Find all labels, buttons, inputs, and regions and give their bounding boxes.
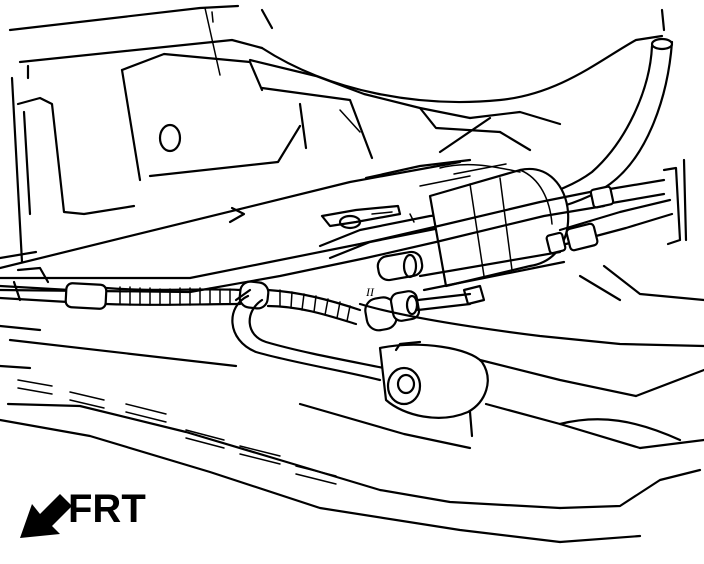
- rocker-panel: [0, 264, 704, 544]
- return-line: [231, 288, 386, 382]
- rocker-slots: [17, 379, 337, 485]
- front-label: FRT: [68, 487, 146, 531]
- body-edge: [260, 8, 666, 104]
- floor-grommet: [378, 340, 489, 419]
- corrugated-conduit: [0, 266, 362, 326]
- body-panel: [0, 4, 462, 270]
- front-direction-indicator: FRT: [20, 487, 146, 538]
- fuel-filter: [409, 163, 570, 288]
- quick-connect-fittings-right: [545, 158, 688, 255]
- callout-mark: II: [365, 285, 375, 299]
- floor-ribs: [248, 58, 562, 180]
- floor-bracket: [16, 52, 302, 224]
- arrow-down-left-icon: [20, 494, 72, 538]
- quick-connect-fittings-center: [364, 250, 486, 332]
- mounting-clip: [320, 204, 402, 230]
